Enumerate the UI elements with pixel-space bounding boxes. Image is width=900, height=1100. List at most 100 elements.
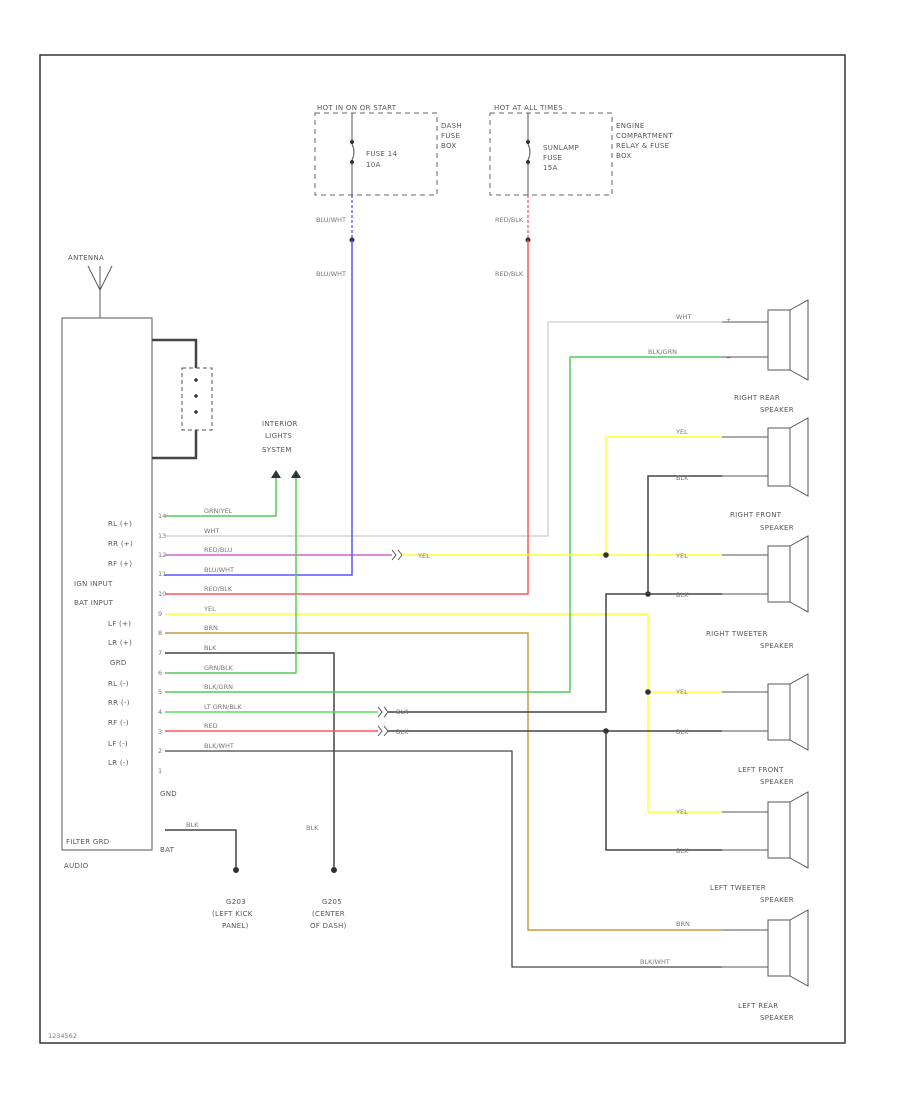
- pin-number: 7: [158, 649, 162, 657]
- terminal-label: GRD: [110, 659, 127, 667]
- terminal-label: LR (+): [108, 639, 132, 647]
- label-blu-wht-1a: BLU/WHT: [316, 216, 346, 224]
- speaker-left-front-label-1: LEFT FRONT: [738, 766, 784, 774]
- wire-wht: [165, 321, 722, 537]
- label-red-blk-1a: RED/BLK: [495, 216, 524, 224]
- wire-yel-rr: [605, 436, 722, 555]
- ground-g203-icon: [233, 867, 239, 873]
- wire-grn-yel: [165, 478, 277, 517]
- wire-yel-main: [165, 613, 722, 693]
- label-brn-2: BRN: [676, 920, 690, 928]
- speaker-right-tweeter-label-2: SPEAKER: [760, 642, 794, 650]
- label-yel-5: YEL: [675, 688, 688, 696]
- interior-lights-terminal-1: [271, 470, 281, 478]
- connector-red-blu-yel: [391, 549, 403, 561]
- label-blk-5: BLK: [676, 728, 689, 736]
- speaker-left-tweeter-label-1: LEFT TWEETER: [710, 884, 766, 892]
- pin-rr-plus: +: [726, 316, 731, 324]
- speaker-left-front-icon: [767, 673, 809, 751]
- label-yel-3: YEL: [675, 428, 688, 436]
- label-blk-wht-1: BLK/WHT: [204, 742, 234, 750]
- ground-g205-icon: [331, 867, 337, 873]
- terminal-label: IGN INPUT: [74, 580, 113, 588]
- antenna-icon: [87, 265, 113, 318]
- speaker-left-rear-label-2: SPEAKER: [760, 1014, 794, 1022]
- speaker-right-front-label-1: RIGHT FRONT: [730, 511, 782, 519]
- label-blk-grn-2: BLK/GRN: [648, 348, 677, 356]
- pin-number: 5: [158, 688, 162, 696]
- label-wht-2: WHT: [676, 313, 691, 321]
- radio-pins: 14 13 12 11 10 9 8 7 6 5 4 3 2 1: [158, 512, 166, 775]
- wire-blk-right-rear: [647, 475, 722, 594]
- wire-red-blk: [165, 240, 529, 595]
- label-red-blk-2: RED/BLK: [204, 585, 233, 593]
- wire-blk-rr-neg: [388, 593, 722, 713]
- pin-rr-minus: −: [726, 354, 731, 362]
- pin-number: 2: [158, 747, 162, 755]
- terminal-label: RL (-): [108, 680, 129, 688]
- terminal-label: RF (+): [108, 560, 132, 568]
- fuse2-rating: 15A: [543, 164, 558, 172]
- terminal-label: GND: [160, 790, 177, 798]
- label-blk-6: BLK: [676, 847, 689, 855]
- fuse1-box-1: DASH: [441, 122, 462, 130]
- speaker-right-rear-label-1: RIGHT REAR: [734, 394, 780, 402]
- ground-g205-label-3: OF DASH): [310, 922, 347, 930]
- speaker-right-front-icon: [767, 417, 809, 497]
- label-grn-yel: GRN/YEL: [204, 507, 233, 515]
- label-red-blk-1b: RED/BLK: [495, 270, 524, 278]
- label-blu-wht-2: BLU/WHT: [204, 566, 234, 574]
- wire-blk-grn: [165, 356, 722, 693]
- label-blu-wht-1b: BLU/WHT: [316, 270, 346, 278]
- label-yel-1: YEL: [203, 605, 216, 613]
- fuse-engine-box: HOT AT ALL TIMES SUNLAMP FUSE 15A ENGINE…: [489, 104, 673, 196]
- label-yel-6: YEL: [675, 808, 688, 816]
- radio-terminals: RL (+) RR (+) RF (+) IGN INPUT BAT INPUT…: [74, 520, 177, 854]
- wire-blk-grd: [165, 652, 335, 868]
- terminal-label: RL (+): [108, 520, 132, 528]
- wire-bat-gnd: [165, 829, 237, 868]
- speaker-left-tweeter-label-2: SPEAKER: [760, 896, 794, 904]
- wire-blu-wht: [165, 240, 353, 576]
- fuse1-name: FUSE 14: [366, 150, 397, 158]
- wire-brn: [165, 632, 722, 931]
- speaker-right-rear-icon: [767, 299, 809, 381]
- terminal-label: LR (-): [108, 759, 129, 767]
- speaker-left-rear-label-1: LEFT REAR: [738, 1002, 778, 1010]
- fuse2-box-2: COMPARTMENT: [616, 132, 673, 140]
- label-blk-2: BLK: [676, 591, 689, 599]
- label-blk-3: BLK: [676, 474, 689, 482]
- terminal-label: LF (-): [108, 740, 128, 748]
- label-blk-grn-1: BLK/GRN: [204, 683, 233, 691]
- label-wht-1: WHT: [204, 527, 219, 535]
- ground-g203-label-3: PANEL): [222, 922, 249, 930]
- fuse2-name: SUNLAMP: [543, 144, 579, 152]
- radio-internal-switch: [152, 338, 213, 460]
- wire-blk-wht: [165, 750, 722, 968]
- fuse2-name2: FUSE: [543, 154, 562, 162]
- terminal-label: RF (-): [108, 719, 129, 727]
- speaker-right-tweeter-icon: [767, 535, 809, 613]
- terminal-label: BAT INPUT: [74, 599, 114, 607]
- terminal-label: BAT: [160, 846, 175, 854]
- fuse2-box-3: RELAY & FUSE: [616, 142, 669, 150]
- fuse1-header: HOT IN ON OR START: [317, 104, 397, 112]
- connector-red: [377, 725, 389, 737]
- frame-id: 1234562: [48, 1032, 77, 1040]
- radio-filter-label: FILTER GRD: [66, 838, 110, 846]
- terminal-label: RR (-): [108, 699, 130, 707]
- label-blk-1: BLK: [396, 708, 409, 716]
- interior-lights-label-3: SYSTEM: [262, 446, 292, 454]
- label-lt-grn-blk: LT GRN/BLK: [204, 703, 242, 711]
- ground-g205-label-2: (CENTER: [312, 910, 345, 918]
- antenna-label: ANTENNA: [68, 254, 104, 262]
- splice-yel-lt: [645, 689, 651, 695]
- wire-blk-left-front: [605, 731, 722, 851]
- fuse1-box-3: BOX: [441, 142, 456, 150]
- label-red: RED: [204, 722, 218, 730]
- splice-yel: [603, 552, 609, 558]
- interior-lights-label-2: LIGHTS: [265, 432, 292, 440]
- speaker-right-rear-label-2: SPEAKER: [760, 406, 794, 414]
- pin-number: 1: [158, 767, 162, 775]
